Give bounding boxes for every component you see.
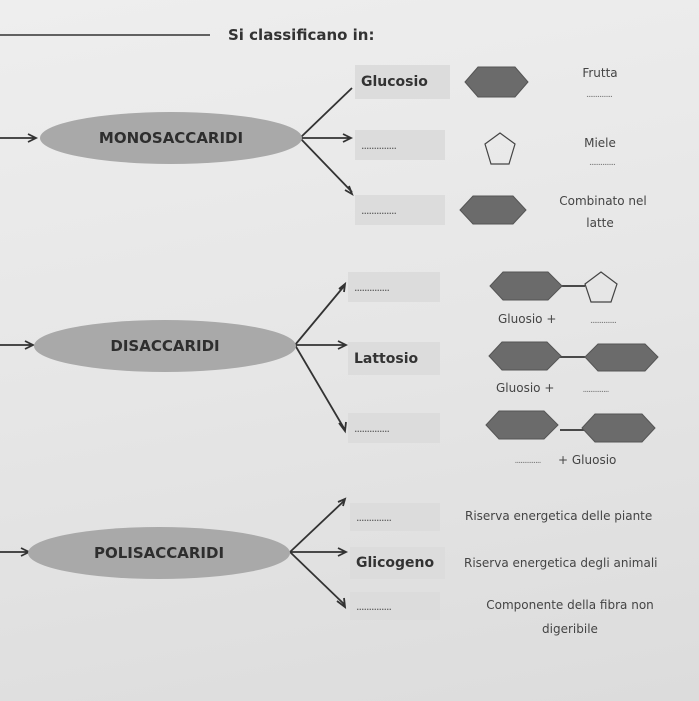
note-text: Gluosio + xyxy=(498,312,557,326)
note-text: digeribile xyxy=(542,622,598,636)
blank-line[interactable]: .............. xyxy=(585,90,613,100)
item-box: Lattosio xyxy=(348,342,440,375)
page-title: Si classificano in: xyxy=(228,26,375,44)
note-text: Riserva energetica degli animali xyxy=(464,556,658,570)
blank-box[interactable]: .............. xyxy=(350,503,440,531)
note-text: Frutta xyxy=(582,66,618,80)
note-text: Riserva energetica delle piante xyxy=(465,509,653,523)
note-text: Combinato nel xyxy=(559,194,647,208)
category-monosaccaridi: MONOSACCARIDI xyxy=(40,112,302,164)
hexagon-shape xyxy=(485,410,559,440)
pentagon-shape xyxy=(584,271,618,303)
blank-line[interactable]: .............. xyxy=(514,456,541,466)
blank-box[interactable]: .............. xyxy=(350,592,440,620)
hexagon-shape xyxy=(488,341,562,371)
blank-box[interactable]: .............. xyxy=(355,195,445,225)
note-text: latte xyxy=(586,216,614,230)
blank-line[interactable]: .............. xyxy=(588,158,616,168)
pentagon-shape xyxy=(484,132,516,165)
hexagon-shape xyxy=(464,66,529,98)
blank-line[interactable]: .............. xyxy=(582,385,609,395)
item-box: Glicogeno xyxy=(350,547,445,579)
blank-box[interactable]: .............. xyxy=(348,413,440,443)
hexagon-shape xyxy=(581,413,656,443)
category-disaccaridi: DISACCARIDI xyxy=(34,320,296,372)
note-text: + Gluosio xyxy=(558,453,617,467)
category-polisaccaridi: POLISACCARIDI xyxy=(28,527,290,579)
hexagon-shape xyxy=(459,195,527,225)
note-text: Gluosio + xyxy=(496,381,555,395)
item-box: Glucosio xyxy=(355,65,450,99)
blank-box[interactable]: .............. xyxy=(355,130,445,160)
blank-box[interactable]: .............. xyxy=(348,272,440,302)
blank-line[interactable]: .............. xyxy=(589,316,617,326)
hexagon-shape xyxy=(489,271,563,301)
hexagon-shape xyxy=(584,343,659,372)
note-text: Miele xyxy=(584,136,616,150)
note-text: Componente della fibra non xyxy=(486,598,654,612)
